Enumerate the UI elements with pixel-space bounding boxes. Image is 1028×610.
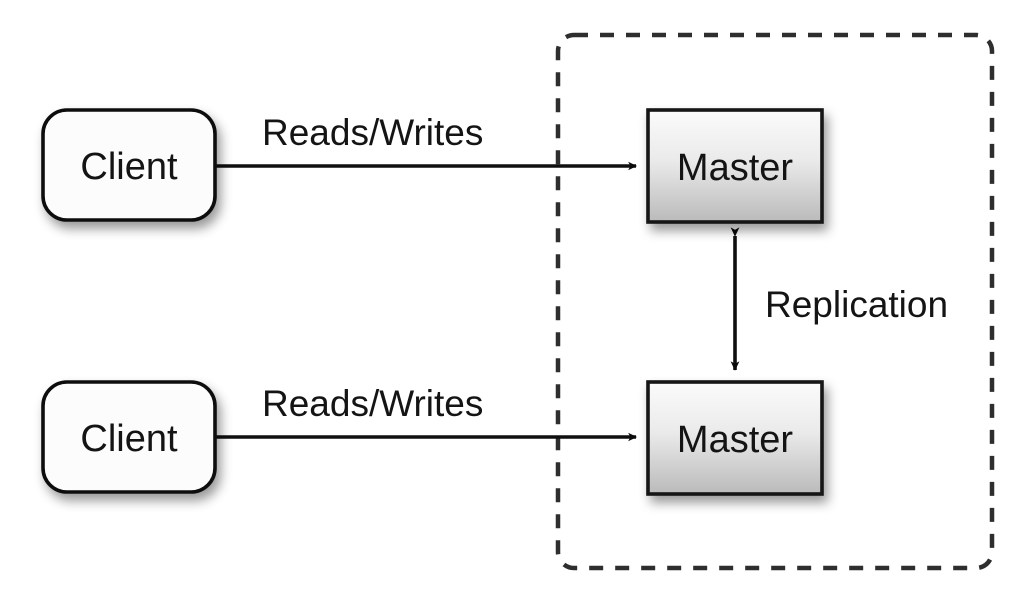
master-bottom-label: Master: [677, 419, 793, 461]
client-bottom-label: Client: [80, 418, 178, 460]
node-master-top[interactable]: Master: [646, 108, 824, 224]
node-master-bottom[interactable]: Master: [646, 380, 824, 496]
edge-label-reads-writes-top: Reads/Writes: [262, 112, 483, 153]
client-top-label: Client: [80, 146, 178, 188]
database-cluster-boundary: [555, 32, 995, 571]
master-top-label: Master: [677, 147, 793, 189]
edge-label-replication: Replication: [765, 284, 948, 325]
master-top-box[interactable]: [646, 108, 824, 224]
client-top-box[interactable]: [41, 108, 217, 222]
master-bottom-box[interactable]: [646, 380, 824, 496]
edge-label-reads-writes-bottom: Reads/Writes: [262, 383, 483, 424]
node-client-bottom[interactable]: Client: [41, 380, 217, 494]
node-client-top[interactable]: Client: [41, 108, 217, 222]
client-bottom-box[interactable]: [41, 380, 217, 494]
